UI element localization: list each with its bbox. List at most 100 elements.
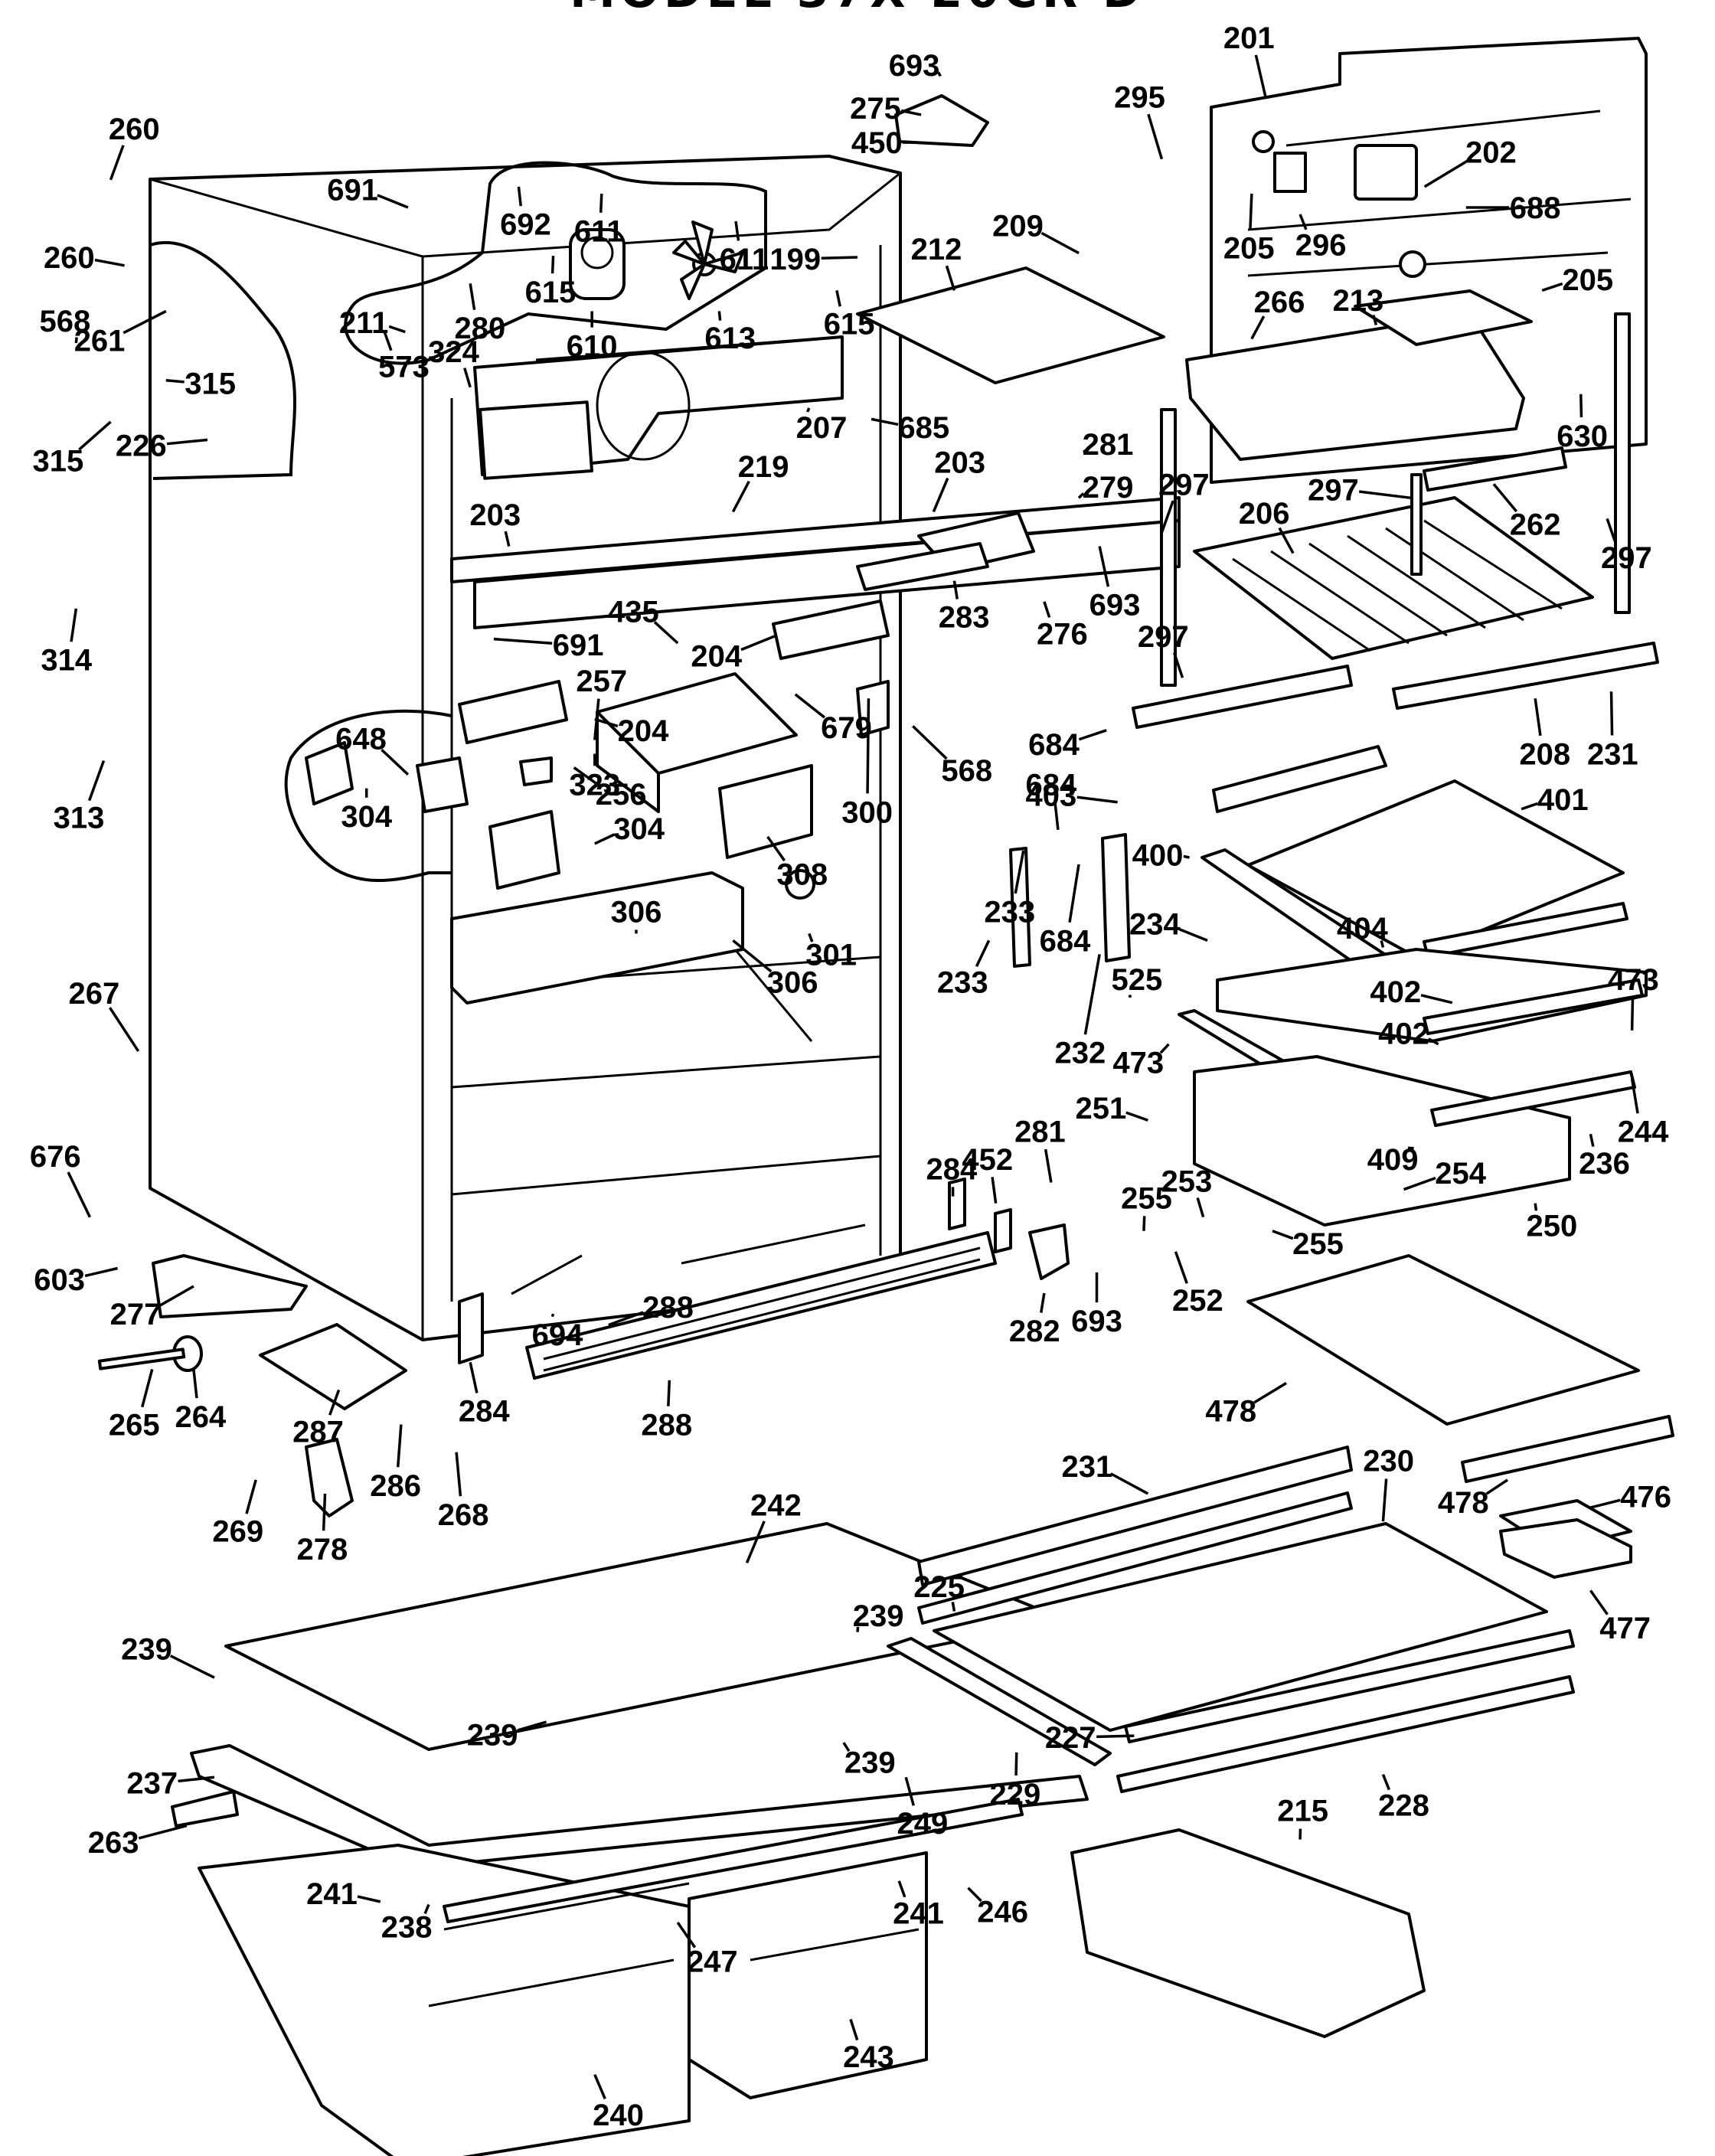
part-number-label: 260: [109, 113, 160, 146]
part-number-label: 242: [750, 1488, 802, 1522]
leader-line: [469, 1361, 479, 1393]
part-number-label: 402: [1370, 975, 1421, 1009]
leader-line: [322, 1493, 327, 1531]
leader-line: [67, 1171, 91, 1218]
top-cutaway-outline: [344, 161, 767, 365]
leader-line: [821, 256, 858, 260]
leader-line: [192, 1369, 198, 1399]
leader-line: [1014, 1752, 1018, 1776]
freezer-trim-262: [1423, 446, 1567, 492]
part-number-label: 296: [1295, 229, 1347, 263]
callout-203: 203: [469, 498, 521, 547]
callout-282: 282: [1009, 1292, 1060, 1348]
leader-line: [108, 1007, 140, 1052]
leader-line: [912, 725, 948, 760]
callout-478: 478: [1205, 1381, 1287, 1429]
callout-288: 288: [641, 1380, 692, 1442]
leader-line: [357, 1895, 381, 1903]
fan-motor: [569, 228, 626, 300]
leader-line: [1521, 802, 1538, 811]
part-number-label: 478: [1438, 1486, 1489, 1520]
callout-296: 296: [1295, 214, 1347, 263]
leader-line: [608, 1311, 644, 1327]
callout-199: 199: [769, 243, 858, 276]
leveling-bracket-277: [152, 1254, 308, 1318]
part-number-label: 262: [1510, 508, 1561, 542]
leader-line: [87, 760, 106, 802]
leader-line: [158, 1285, 194, 1308]
part-number-label: 525: [1112, 963, 1163, 997]
leader-line: [1172, 652, 1184, 678]
callout-267: 267: [68, 977, 140, 1052]
part-number-label: 306: [767, 966, 818, 1000]
leader-line: [835, 290, 841, 307]
callout-611: 611: [720, 220, 769, 276]
fan-blade: [672, 220, 744, 300]
callout-615: 615: [525, 256, 576, 309]
callout-215: 215: [1277, 1795, 1328, 1840]
leader-line: [897, 1880, 906, 1898]
part-number-label: 269: [212, 1515, 263, 1549]
top-hinge: [894, 94, 989, 147]
part-number-label: 204: [691, 639, 742, 673]
part-number-label: 300: [841, 795, 893, 829]
callout-253: 253: [1161, 1165, 1212, 1218]
leader-line: [1040, 231, 1080, 255]
callout-241: 241: [893, 1880, 944, 1930]
leader-line: [667, 1380, 671, 1406]
callout-251: 251: [1076, 1092, 1148, 1125]
leader-line: [1250, 315, 1266, 340]
callout-403: 403: [1026, 779, 1118, 813]
part-number-label: 239: [853, 1599, 904, 1633]
callout-233: 233: [937, 939, 991, 1000]
leader-line: [550, 1313, 555, 1318]
callout-254: 254: [1403, 1157, 1487, 1191]
callout-255: 255: [1121, 1181, 1172, 1231]
callout-281: 281: [1014, 1116, 1066, 1183]
part-number-label: 229: [990, 1778, 1041, 1811]
part-number-label: 241: [306, 1877, 358, 1911]
light-switch: [856, 680, 890, 737]
part-number-label: 265: [109, 1409, 160, 1442]
toe-grille: [525, 1231, 997, 1380]
leader-line: [1606, 518, 1616, 542]
callout-225: 225: [913, 1570, 965, 1612]
leader-line: [1492, 483, 1518, 513]
part-number-label: 295: [1114, 80, 1165, 114]
part-number-label: 225: [913, 1570, 965, 1604]
callout-250: 250: [1526, 1203, 1577, 1243]
bottom-hinge-282: [1028, 1223, 1070, 1280]
callout-209: 209: [992, 209, 1080, 255]
callout-239: 239: [121, 1632, 215, 1679]
part-number-label: 284: [459, 1395, 510, 1429]
callout-691: 691: [493, 629, 603, 662]
part-number-label: 684: [1040, 924, 1091, 958]
leader-line: [1630, 1078, 1639, 1114]
callout-402: 402: [1378, 1017, 1439, 1050]
callout-308: 308: [766, 835, 828, 892]
switch-256: [519, 756, 553, 786]
callout-232: 232: [1054, 954, 1106, 1070]
leader-line: [1403, 1176, 1436, 1191]
leader-line: [1109, 1472, 1149, 1495]
callout-203: 203: [932, 446, 985, 513]
leader-line: [388, 325, 406, 334]
axle-265: [97, 1348, 186, 1370]
leader-line: [945, 265, 956, 291]
callout-239: 239: [467, 1718, 547, 1752]
part-number-label: 648: [335, 723, 387, 756]
leader-line: [74, 337, 78, 344]
part-number-label: 231: [1061, 1450, 1112, 1484]
leader-line: [1589, 1133, 1595, 1147]
dairy-tray-478: [1246, 1254, 1640, 1426]
leader-line: [594, 717, 619, 728]
leader-line: [1147, 113, 1164, 160]
part-number-label: 573: [378, 351, 430, 384]
leader-line: [740, 635, 776, 652]
callout-315: 315: [165, 367, 236, 400]
leader-line: [178, 1775, 215, 1783]
shelf-ladder-center: [1410, 473, 1423, 576]
part-number-label: 611: [720, 243, 769, 276]
leader-line: [1272, 1230, 1294, 1240]
callout-279: 279: [1077, 471, 1133, 505]
